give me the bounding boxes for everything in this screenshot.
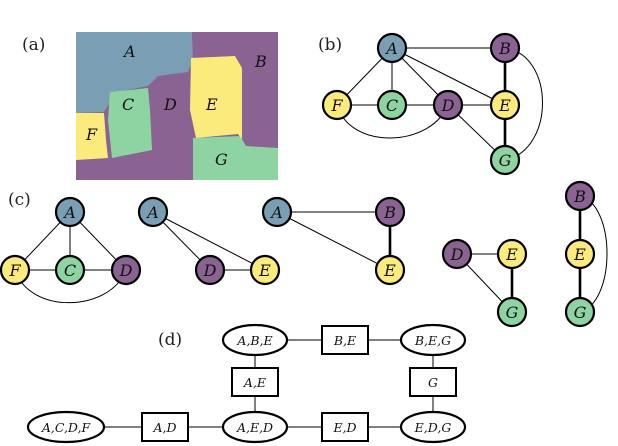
region-map: A B C D E F G [76,32,278,180]
node-c2-e-label: E [258,261,271,280]
edge-c1-f-d [14,269,127,304]
clique-acdf [26,410,106,444]
separator-ad-label: A,D [152,420,176,435]
clique-aed-label: A,E,D [236,420,273,435]
node-b-d [432,89,464,121]
node-b-a [376,32,408,64]
node-c4-e-label: E [505,245,518,264]
node-c5-g [564,296,596,328]
edge-c2-a-e [152,211,266,271]
separator-ae [231,367,279,397]
node-c4-e [496,238,528,270]
panel-label-d: (d) [158,330,182,350]
node-c1-f-label: F [8,261,21,280]
junction-tree-cliques: A,B,E B,E,G A,E,D E,D,G A,C,D,F [26,323,467,444]
region-c [108,88,152,158]
node-c3-e [374,254,406,286]
separator-g-label: G [428,375,438,390]
node-c1-d-label: D [119,261,133,280]
node-c1-a-label: A [62,203,76,222]
node-c1-a [54,196,86,228]
node-c1-d [110,254,142,286]
node-b-g [489,144,521,176]
separator-ed [321,412,369,442]
node-b-c [376,89,408,121]
node-c4-g [496,296,528,328]
separator-ed-label: E,D [332,420,356,435]
node-c2-d [194,254,226,286]
clique-beg-label: B,E,G [414,333,451,348]
separator-be-label: B,E [333,333,356,348]
separator-ae-label: A,E [243,375,266,390]
clique-abe-label: A,B,E [236,333,272,348]
node-c5-b [564,180,596,212]
node-c2-a-label: A [145,203,159,222]
panel-label-a: (a) [22,35,45,55]
node-b-b-label: B [498,39,511,58]
node-c5-e [564,238,596,270]
subgraph-beg-nodes: B E G [564,180,596,328]
region-label-d: D [163,95,177,114]
clique-beg [399,323,467,357]
node-c4-d [441,238,473,270]
region-label-b: B [254,52,267,71]
subgraph-deg-nodes: D E G [441,238,528,328]
region-g [193,136,278,180]
subgraph-ade-nodes: A D E [137,196,281,286]
subgraph-abe [276,211,392,271]
edge-f-d [336,104,449,139]
region-label-a: A [122,42,136,61]
node-c5-g-label: G [574,303,587,322]
edge-c3-a-e [276,211,391,271]
junction-tree-separators: B,E A,E G A,D E,D [141,325,457,442]
edge-a-e [391,47,506,106]
subgraph-abe-nodes: A B E [261,196,406,286]
node-c2-a [137,196,169,228]
node-c1-c [54,254,86,286]
clique-acdf-label: A,C,D,F [41,420,92,435]
clique-aed [221,410,289,444]
region-label-c: C [122,95,134,114]
node-c3-b [374,196,406,228]
node-b-g-label: G [499,151,512,170]
node-c3-b-label: B [383,203,396,222]
subgraph-acdf-nodes: A F C D [0,196,142,286]
node-b-f-label: F [330,96,343,115]
node-b-d-label: D [441,96,455,115]
node-c1-f [0,254,31,286]
region-f [76,113,108,160]
node-b-e [489,89,521,121]
node-b-f [321,89,353,121]
node-c4-g-label: G [506,303,519,322]
graph-b-nodes: A B F C D E G [321,32,521,176]
region-e [190,56,242,140]
clique-abe [221,323,289,357]
node-c5-b-label: B [573,187,586,206]
panel-label-b: (b) [318,35,342,55]
node-b-a-label: A [384,39,398,58]
node-c5-e-label: E [573,245,586,264]
node-c3-a [261,196,293,228]
node-b-e-label: E [498,96,511,115]
clique-edg-label: E,D,G [414,420,452,435]
region-label-e: E [205,95,218,114]
region-a [76,32,193,113]
region-label-g: G [215,150,228,169]
node-c2-e [249,254,281,286]
panel-label-c: (c) [8,190,31,210]
region-label-f: F [85,125,98,144]
node-c4-d-label: D [450,245,464,264]
node-b-c-label: C [386,96,398,115]
separator-be [321,325,369,355]
node-c2-d-label: D [203,261,217,280]
node-c1-c-label: C [64,261,76,280]
separator-ad [141,412,189,442]
node-c3-e-label: E [383,261,396,280]
edge-b-g [504,47,543,161]
node-b-b [489,32,521,64]
clique-edg [399,410,467,444]
node-c3-a-label: A [269,203,283,222]
separator-g [409,367,457,397]
